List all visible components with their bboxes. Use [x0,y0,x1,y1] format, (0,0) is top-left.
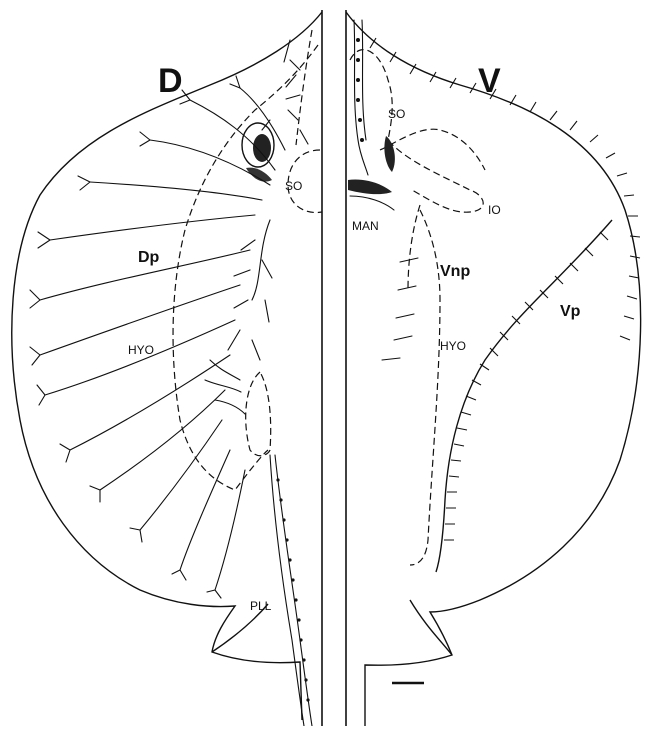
ventral-label-so: SO [388,107,405,121]
ventral-tail-edge [410,600,452,655]
ventral-eye-dark [384,136,394,172]
ventral-panel-letter: V [478,62,501,100]
ventral-label-man: MAN [352,219,379,233]
ventral-jaw-line [350,196,394,210]
dorsal-eye-dark [253,134,271,162]
ventral-io-region-dash [380,129,485,170]
dorsal-label-pll: PLL [250,599,272,613]
dorsal-label-hyo: HYO [128,343,154,357]
ventral-marginal-ticks [370,38,640,340]
dorsal-label-so: SO [285,179,302,193]
dorsal-panel: D SO Dp HYO PLL [12,10,322,726]
ventral-label-hyo: HYO [440,339,466,353]
ventral-hyo-region-dash [410,210,440,565]
dorsal-pectoral-dash [246,372,271,456]
dorsal-pll-line [270,455,304,726]
ventral-label-io: IO [488,203,501,217]
dorsal-hyo-region-dash [173,45,318,490]
dorsal-spiracle-dark [246,168,272,182]
ventral-panel: V SO IO MAN Vnp Vp HYO [346,10,641,726]
dorsal-radial-nerves [30,40,308,598]
ventral-label-vnp: Vnp [440,263,470,280]
dorsal-body-outline [12,12,322,720]
dorsal-label-dp: Dp [138,249,160,266]
dorsal-upper-dash [296,30,312,145]
ventral-mouth-dark [348,180,392,195]
dorsal-pll-line-2 [275,455,312,726]
ventral-chain [354,20,368,175]
ventral-inner-dash [408,205,420,290]
ventral-vnp-marks [382,258,418,360]
ventral-label-vp: Vp [560,303,581,320]
dorsal-panel-letter: D [158,62,183,100]
